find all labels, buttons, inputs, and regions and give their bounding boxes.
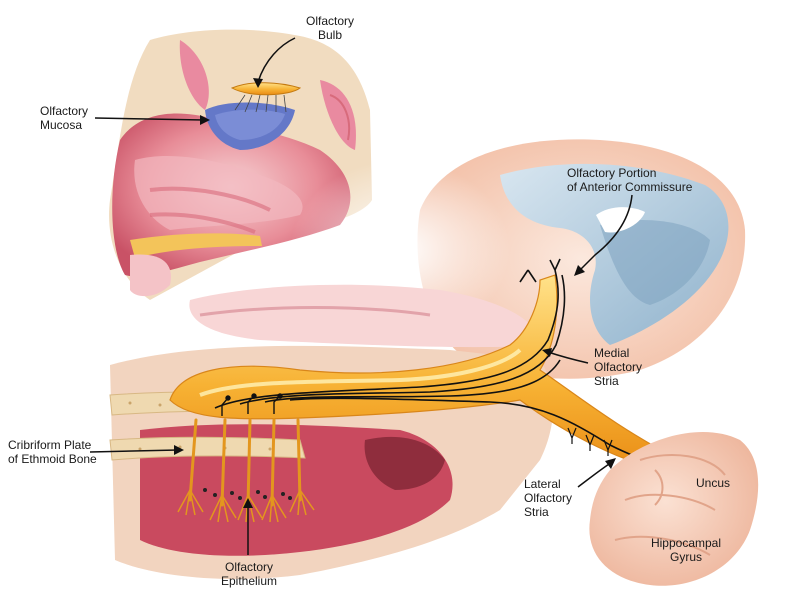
label-olfactory-mucosa: Olfactory Mucosa xyxy=(40,104,88,132)
label-hippocampal-gyrus: Hippocampal Gyrus xyxy=(636,536,736,564)
label-uncus: Uncus xyxy=(696,476,730,490)
label-medial-olfactory-stria: Medial Olfactory Stria xyxy=(594,346,642,388)
label-olfactory-epithelium: Olfactory Epithelium xyxy=(202,560,296,588)
label-anterior-commissure: Olfactory Portion of Anterior Commissure xyxy=(567,166,692,194)
label-lateral-olfactory-stria: Lateral Olfactory Stria xyxy=(524,477,572,519)
label-cribriform-plate: Cribriform Plate of Ethmoid Bone xyxy=(8,438,97,466)
nasal-cavity-lower xyxy=(110,285,553,579)
label-olfactory-bulb: Olfactory Bulb xyxy=(290,14,370,42)
